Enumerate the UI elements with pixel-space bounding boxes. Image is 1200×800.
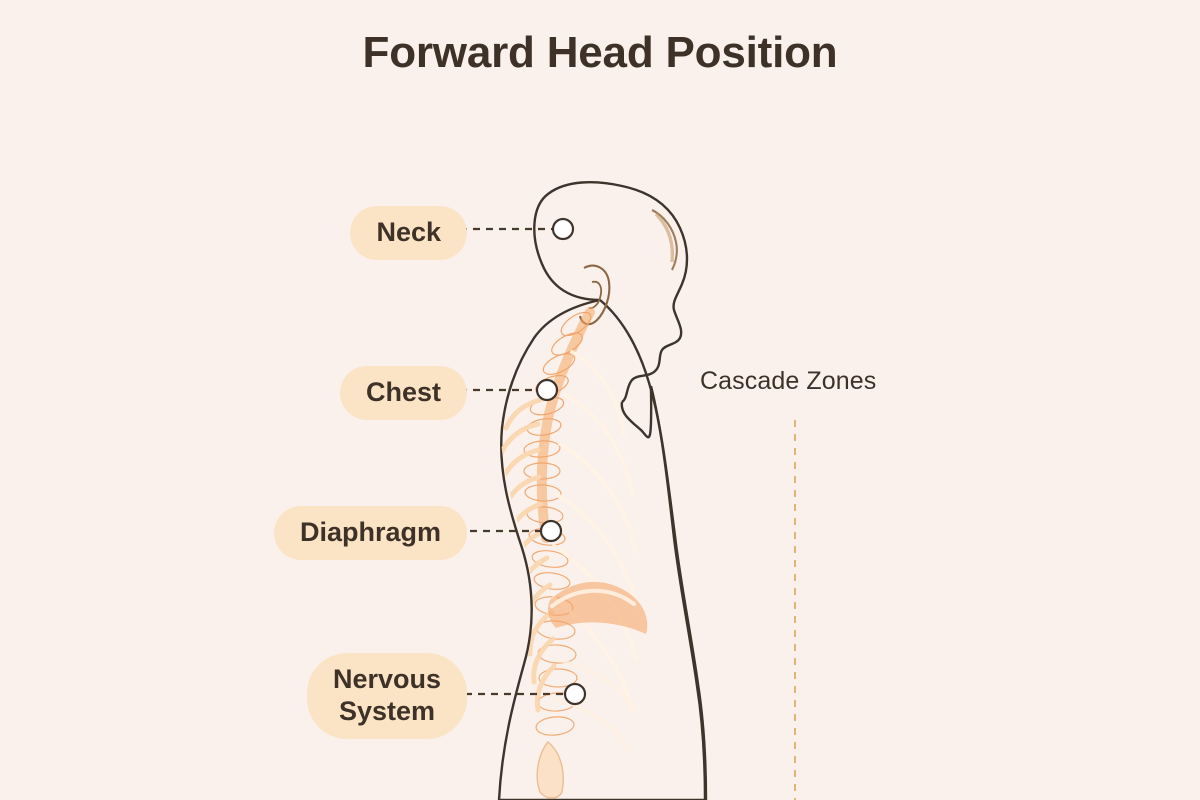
label-pill-chest[interactable]: Chest: [339, 366, 467, 420]
sacrum: [536, 741, 564, 799]
label-pill-diaphragm[interactable]: Diaphragm: [273, 506, 467, 560]
marker-neck: [551, 217, 575, 241]
label-pill-nervous-system[interactable]: Nervous System: [306, 653, 467, 739]
neck-front-line: [620, 389, 653, 439]
thoracic-cavity: [545, 330, 621, 656]
marker-diaphragm: [539, 519, 563, 543]
head-silhouette: [533, 181, 689, 403]
anchor-markers: [535, 217, 587, 706]
page-title: Forward Head Position: [362, 28, 838, 77]
marker-chest: [535, 378, 559, 402]
hair-wisp: [654, 212, 675, 263]
cascade-zones-caption: Cascade Zones: [700, 367, 877, 395]
marker-nervous: [563, 682, 587, 706]
neck-contour: [621, 386, 652, 435]
hairline: [651, 209, 678, 271]
front-body-contour: [649, 385, 707, 800]
diaphragm-line: [550, 588, 636, 608]
abdominal-bands: [554, 658, 636, 752]
label-pill-neck[interactable]: Neck: [350, 206, 467, 260]
